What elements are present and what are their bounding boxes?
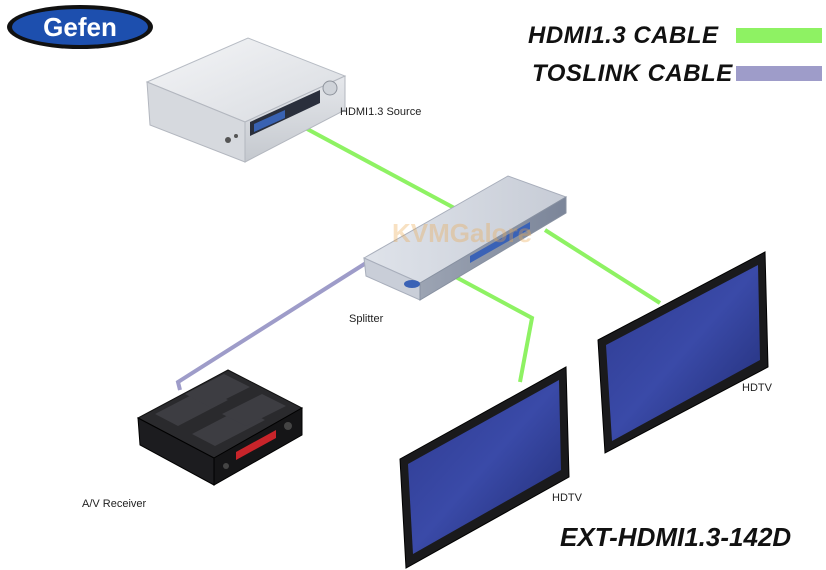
hdtv-left-label: HDTV [552, 492, 582, 504]
hdmi-cable-splitter-hdtv-right [543, 228, 662, 305]
source-label: HDMI1.3 Source [340, 106, 422, 118]
hdmi-source-device [145, 37, 347, 163]
hdtv-left-device [399, 366, 570, 569]
legend-hdmi-label: HDMI1.3 CABLE [528, 22, 719, 49]
legend-toslink-label: TOSLINK CABLE [532, 60, 733, 87]
watermark: KVMGalore [392, 218, 533, 248]
model-number: EXT-HDMI1.3-142D [560, 522, 792, 552]
splitter-device [362, 175, 568, 301]
hdmi-cable-source-splitter [295, 121, 459, 212]
splitter-label: Splitter [349, 313, 384, 325]
av-receiver-device [136, 369, 304, 486]
hdmi-cable-splitter-hdtv-left [451, 273, 535, 383]
logo-text: Gefen [43, 12, 117, 42]
receiver-label: A/V Receiver [82, 498, 147, 510]
hdtv-right-label: HDTV [742, 382, 772, 394]
legend-hdmi-swatch [736, 28, 822, 43]
gefen-logo: Gefen [6, 4, 154, 50]
legend-toslink-swatch [736, 66, 822, 81]
hdtv-right-device [597, 251, 769, 454]
toslink-cable-splitter-receiver [175, 261, 368, 391]
